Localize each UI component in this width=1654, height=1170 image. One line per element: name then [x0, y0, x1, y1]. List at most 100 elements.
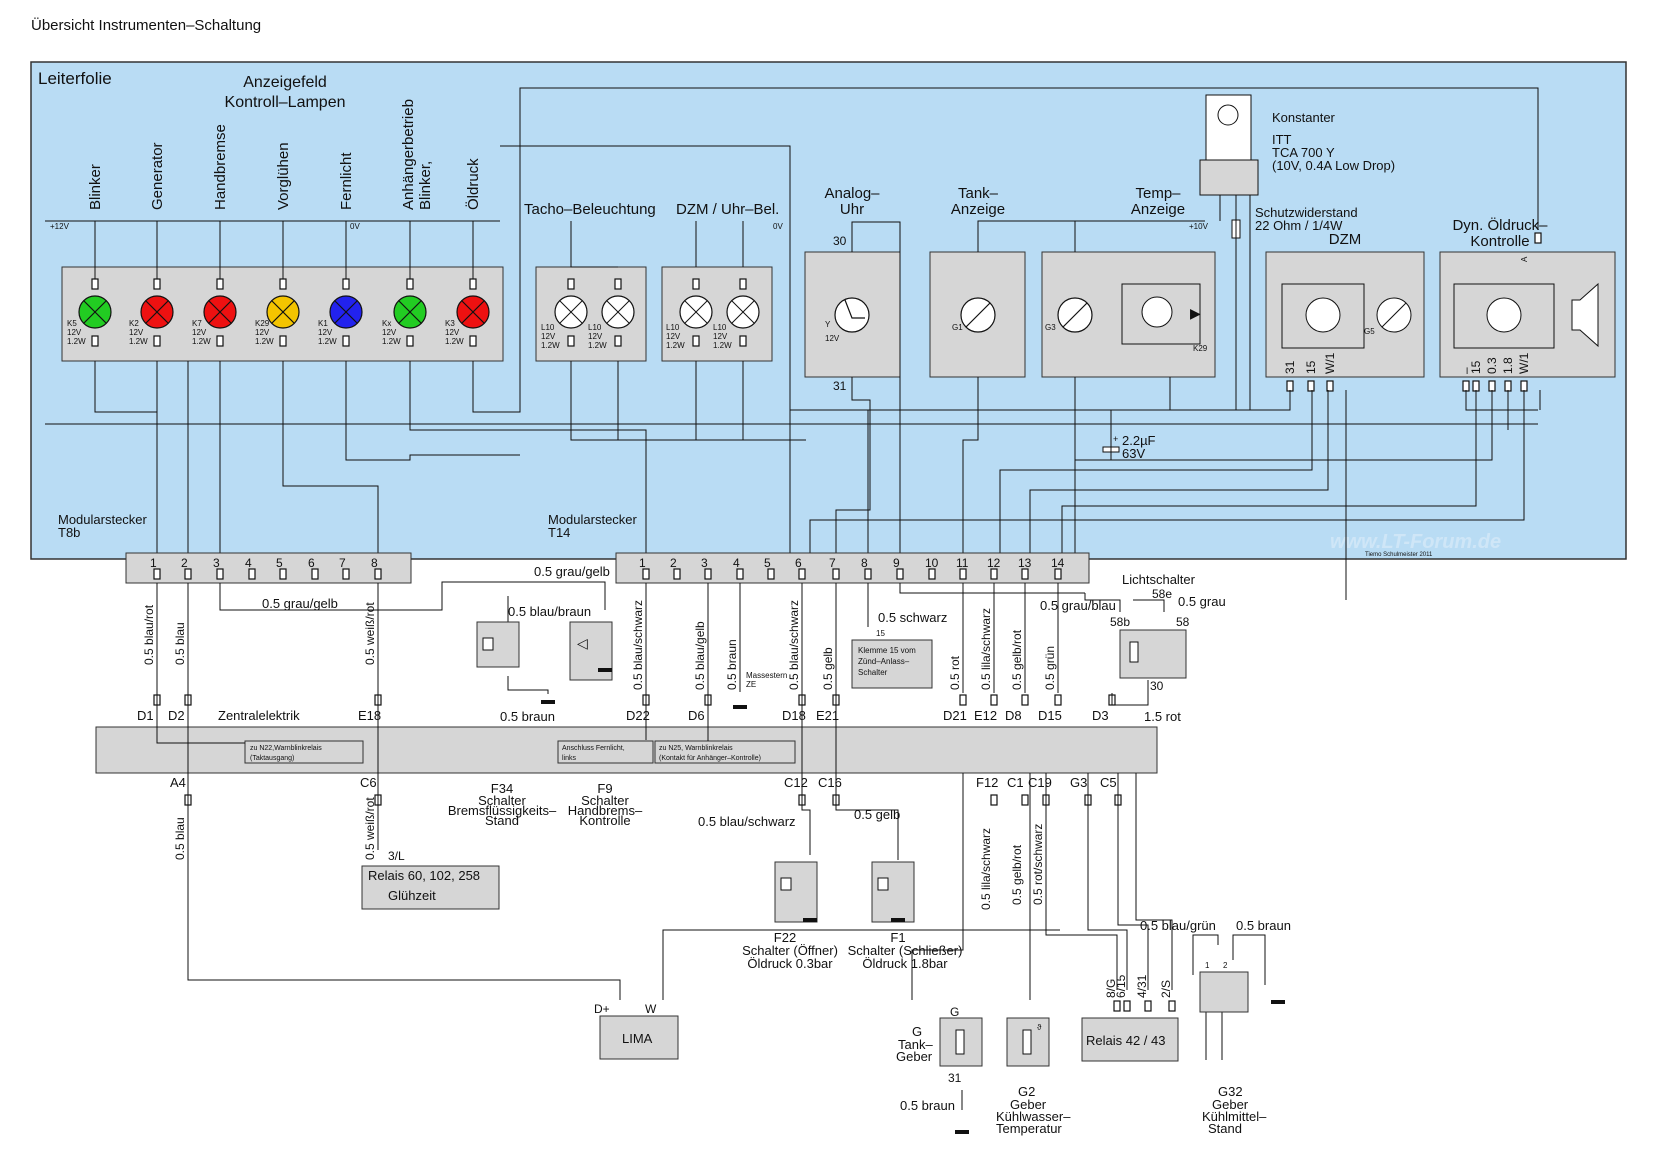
konstanter-line3: (10V, 0.4A Low Drop) — [1272, 158, 1395, 173]
lamp-volt: 12V — [255, 328, 270, 337]
g-tank-line2: Geber — [896, 1049, 933, 1064]
wire-label: 0.5 blau/gelb — [693, 621, 707, 690]
g2-line3: Temperatur — [996, 1121, 1062, 1136]
wire-label: 0.5 lila/schwarz — [979, 828, 993, 910]
lamp-pin-top — [342, 278, 350, 290]
illum-code: L10 — [666, 323, 680, 332]
g32-box — [1199, 971, 1249, 1013]
klemme-line3: Schalter — [858, 668, 888, 677]
f9-bulb-icon: ◁ — [577, 635, 588, 651]
plus10-label: +10V — [1189, 222, 1209, 231]
oil-pin — [1488, 380, 1496, 392]
t8b-pin-label: 6 — [308, 556, 315, 570]
ground-icon — [803, 918, 817, 922]
lamp-pin-top — [216, 278, 224, 290]
lichtschalter-resistor — [1129, 641, 1139, 663]
t14-pin — [959, 568, 967, 580]
dzm-pin-label: W/1 — [1323, 352, 1337, 374]
temp-transistor-icon — [1141, 296, 1173, 328]
t14-pin-label: 3 — [701, 556, 708, 570]
illum-watt: 1.2W — [588, 341, 607, 350]
illum-pin-top — [692, 278, 700, 290]
f22-line2: Schalter (Öffner) — [742, 943, 838, 958]
t8b-pin-label: 2 — [181, 556, 188, 570]
ze-bottom-pin-label: F12 — [976, 775, 998, 790]
lamp-volt: 12V — [318, 328, 333, 337]
lima-box — [599, 1015, 679, 1060]
lamp-volt: 12V — [67, 328, 82, 337]
lamp-label: Generator — [149, 142, 166, 210]
lamp-watt: 1.2W — [255, 337, 274, 346]
lamp-pin-bottom — [153, 335, 161, 347]
dzm-transistor-icon — [1305, 297, 1341, 333]
ze-top-pin — [1021, 694, 1029, 706]
t14-pin-label: 4 — [733, 556, 740, 570]
f9-line3: Handbrems– — [568, 803, 643, 818]
ground-symbols — [541, 668, 1285, 1134]
lamp-pin-bottom — [91, 335, 99, 347]
wire-label: 0.5 blau — [173, 817, 187, 860]
lamp-pin-bottom — [279, 335, 287, 347]
t14-pin — [896, 568, 904, 580]
ze-bottom-pin-label: C16 — [818, 775, 842, 790]
illum-watt: 1.2W — [713, 341, 732, 350]
t14-pin-label: 6 — [795, 556, 802, 570]
illum-volt: 12V — [666, 332, 681, 341]
relais42-box — [1081, 1017, 1179, 1062]
lamp-group: K512V1.2WBlinkerK212V1.2WGeneratorK712V1… — [67, 99, 490, 347]
t8b-title-2: T8b — [58, 525, 80, 540]
t14-pin-label: 2 — [670, 556, 677, 570]
relais-pin — [1144, 1000, 1152, 1012]
klemme-line1: Klemme 15 vom — [858, 646, 916, 655]
g32-code: G32 — [1218, 1084, 1243, 1099]
illum-volt: 12V — [713, 332, 728, 341]
t14-connector — [615, 552, 1090, 584]
illum-pin-top — [739, 278, 747, 290]
ls-58e: 58e — [1152, 587, 1172, 601]
relais-glueh-box — [361, 865, 500, 910]
ground-icon — [733, 705, 747, 709]
massestern-2: ZE — [746, 680, 756, 689]
illum-pin-top — [614, 278, 622, 290]
ze-bottom-pin-label: G3 — [1070, 775, 1087, 790]
ground-icon — [541, 700, 555, 704]
ze-top-pin-label: D8 — [1005, 708, 1022, 723]
ze-top-pin — [1054, 694, 1062, 706]
illum-pin-bottom — [567, 335, 575, 347]
ze-bottom-pin-label: A4 — [170, 775, 186, 790]
wire-label: 0.5 blau/schwarz — [631, 600, 645, 690]
t14-title-2: T14 — [548, 525, 570, 540]
t14-pin-label: 14 — [1051, 556, 1065, 570]
f9-line1: F9 — [597, 781, 612, 796]
f1-line3: Öldruck 1.8bar — [862, 956, 948, 971]
temp-code: G3 — [1045, 323, 1056, 332]
t14-pin-label: 7 — [829, 556, 836, 570]
ze-note3-b: (Kontakt für Anhänger–Kontrolle) — [659, 755, 761, 762]
lamp-watt: 1.2W — [445, 337, 464, 346]
t8b-pin — [311, 568, 319, 580]
t8b-pin-label: 3 — [213, 556, 220, 570]
g2-theta: ϑ — [1037, 1023, 1042, 1032]
ze-bottom-pin-label: C19 — [1028, 775, 1052, 790]
t8b-pin-label: 8 — [371, 556, 378, 570]
lamp-pin-bottom — [216, 335, 224, 347]
ze-top-pin-label: D15 — [1038, 708, 1062, 723]
oil-pin — [1462, 380, 1470, 392]
lima-title: LIMA — [622, 1031, 653, 1046]
g-tank-line1: Tank– — [898, 1037, 933, 1052]
relais-glueh-pin: 3/L — [388, 849, 405, 863]
relais42-title: Relais 42 / 43 — [1086, 1033, 1166, 1048]
lamp-volt: 12V — [382, 328, 397, 337]
oil-pin-label: – — [1459, 367, 1473, 374]
f1-line1: F1 — [890, 930, 905, 945]
t8b-pin-label: 5 — [276, 556, 283, 570]
oil-title-1: Dyn. Öldruck– — [1452, 216, 1548, 234]
t14-pin-label: 9 — [893, 556, 900, 570]
dzm-pin-label: 15 — [1304, 360, 1318, 374]
